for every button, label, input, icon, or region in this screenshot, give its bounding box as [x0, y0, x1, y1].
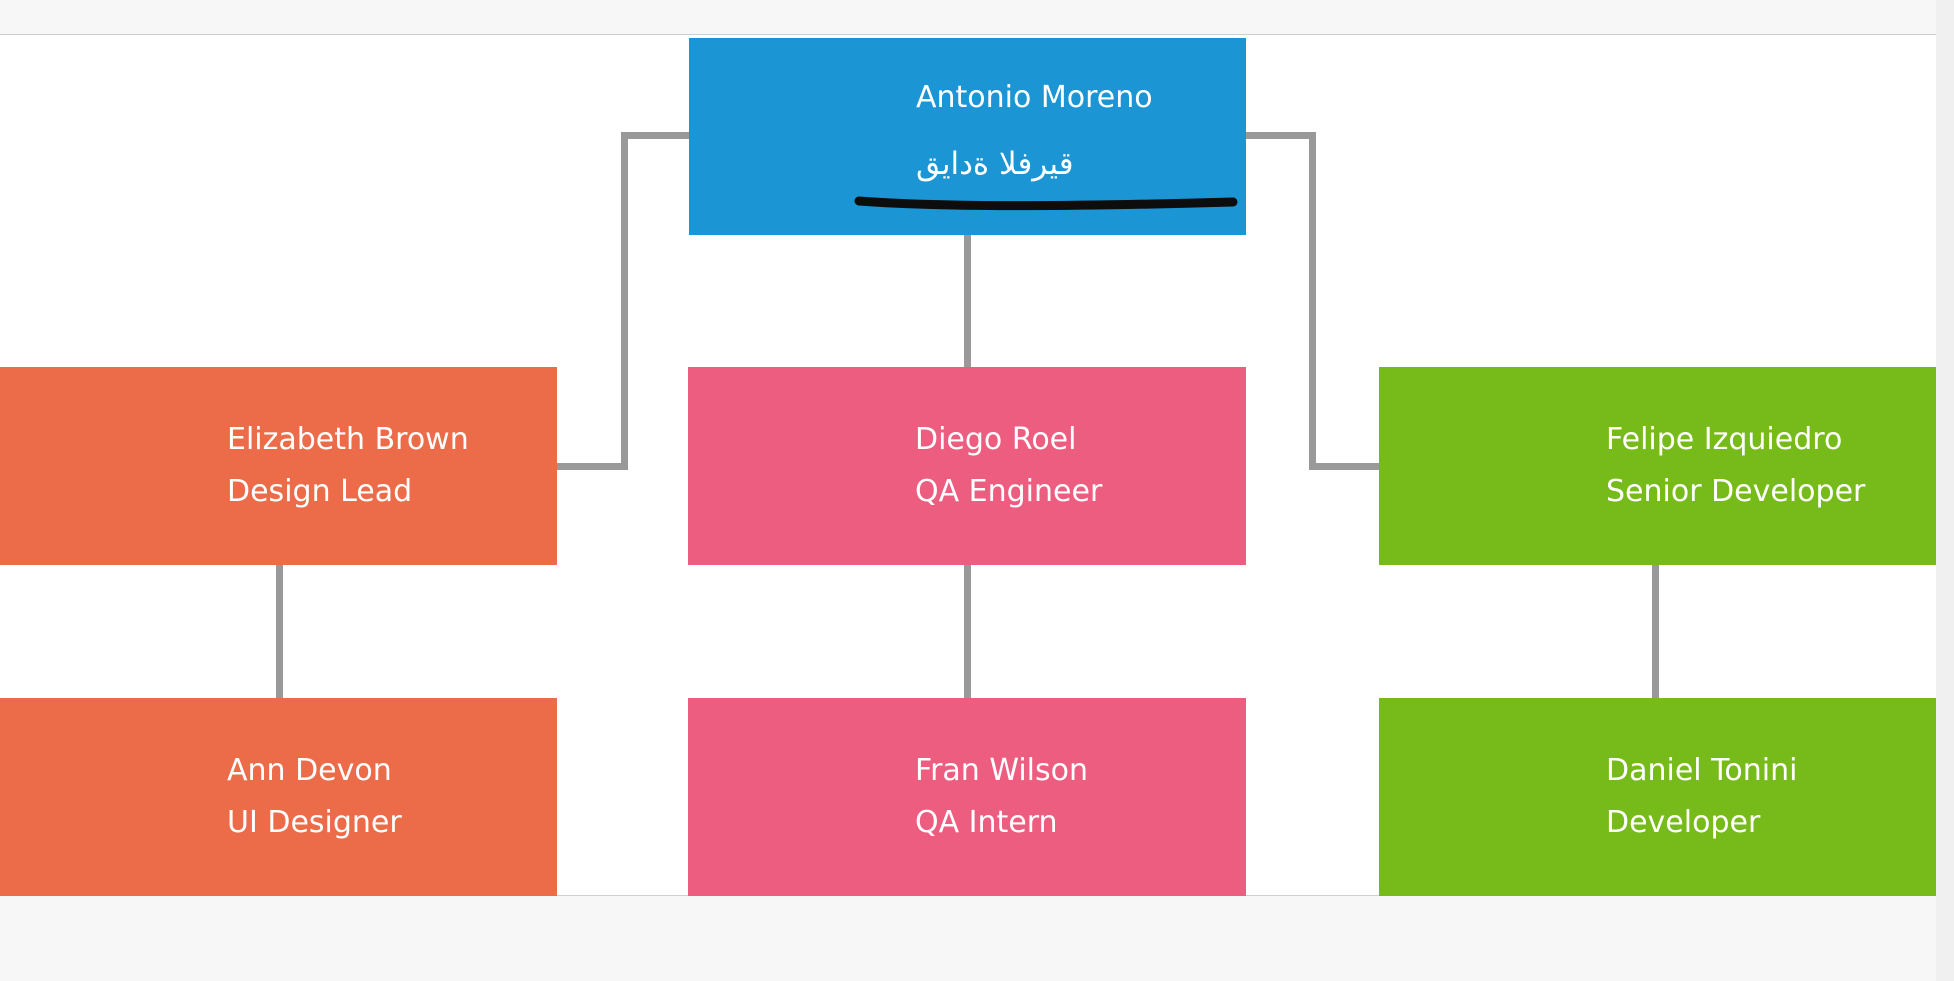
node-name: Felipe Izquiedro [1606, 422, 1843, 457]
node-role-arabic: قيادة الفريق [916, 146, 1074, 182]
node-name: Antonio Moreno [916, 80, 1153, 115]
hand-drawn-underline [854, 196, 1238, 211]
connector-antonio-elizabeth-top [624, 132, 690, 139]
connector-antonio-felipe-bottom [1309, 463, 1379, 470]
org-node-elizabeth-brown: Elizabeth Brown Design Lead [0, 367, 557, 565]
connector-antonio-diego [964, 235, 971, 367]
node-name: Diego Roel [915, 422, 1077, 457]
org-node-daniel-tonini: Daniel Tonini Developer [1379, 698, 1936, 896]
connector-diego-fran [964, 565, 971, 698]
node-role: Developer [1606, 805, 1761, 840]
connector-elizabeth-ann [276, 565, 283, 698]
org-node-antonio-moreno: Antonio Moreno قيادة الفريق [689, 38, 1246, 235]
connector-antonio-elizabeth-bottom [557, 463, 628, 470]
node-role: QA Intern [915, 805, 1058, 840]
connector-felipe-daniel [1652, 565, 1659, 698]
node-name: Fran Wilson [915, 753, 1089, 788]
node-role: Design Lead [227, 474, 413, 509]
org-node-diego-roel: Diego Roel QA Engineer [688, 367, 1246, 565]
connector-antonio-felipe-top [1246, 132, 1316, 139]
node-name: Ann Devon [227, 753, 392, 788]
connector-antonio-felipe-vertical [1309, 132, 1316, 470]
node-role: Senior Developer [1606, 474, 1866, 509]
node-name: Daniel Tonini [1606, 753, 1798, 788]
node-role: UI Designer [227, 805, 402, 840]
org-node-fran-wilson: Fran Wilson QA Intern [688, 698, 1246, 896]
org-node-felipe-izquiedro: Felipe Izquiedro Senior Developer [1379, 367, 1936, 565]
node-role: QA Engineer [915, 474, 1103, 509]
org-node-ann-devon: Ann Devon UI Designer [0, 698, 557, 896]
connector-antonio-elizabeth-vertical [621, 132, 628, 470]
node-name: Elizabeth Brown [227, 422, 469, 457]
